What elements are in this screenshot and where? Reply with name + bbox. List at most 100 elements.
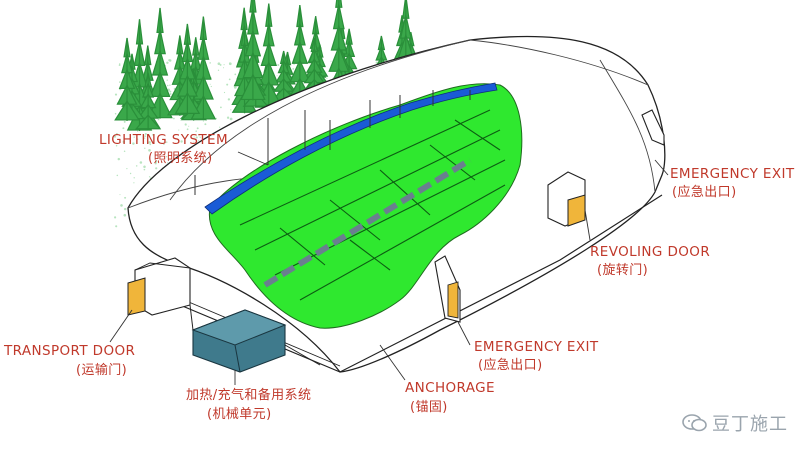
grass-dot (122, 127, 125, 130)
grass-dot (219, 126, 221, 128)
grass-dot (123, 150, 126, 153)
grass-dot (165, 156, 168, 158)
grass-dot (195, 136, 198, 139)
grass-dot (330, 60, 332, 62)
pine-tree (174, 23, 201, 115)
grass-dot (133, 182, 135, 184)
grass-dot (184, 123, 187, 126)
grass-dot (143, 165, 146, 169)
grass-dot (117, 157, 121, 161)
revolving-door-label: REVOLING DOOR (590, 244, 711, 260)
grass-dot (169, 84, 171, 86)
grass-dot (119, 81, 121, 83)
grass-dot (210, 85, 212, 88)
transport-door-label: TRANSPORT DOOR (4, 343, 136, 359)
emergency-exit-bottom (434, 255, 461, 323)
grass-dot (202, 120, 204, 122)
watermark-text: 豆丁施工 (712, 414, 788, 435)
lighting-band (204, 82, 498, 215)
grass-dot (148, 176, 151, 178)
machine-unit-label: 加热/充气和备用系统 (186, 388, 312, 403)
grass-dot (144, 147, 146, 150)
grass-dot (220, 106, 222, 109)
grass-dot (154, 162, 157, 165)
grass-dot (116, 174, 119, 177)
grass-dot (199, 136, 201, 138)
emergency-exit-top (641, 109, 665, 146)
grass-dot (120, 204, 123, 207)
revolving-door-label-zh: (旋转门) (597, 263, 649, 278)
grass-dot (166, 61, 169, 65)
grass-dot (129, 172, 132, 175)
wechat-icon (682, 414, 707, 432)
grass-dot (223, 91, 226, 94)
pine-tree (270, 50, 297, 102)
grass-dot (119, 194, 121, 196)
grass-dot (217, 69, 220, 71)
grass-dot (209, 83, 211, 85)
grass-dot (122, 140, 126, 144)
grass-dot (155, 167, 158, 170)
grass-dot (227, 98, 231, 101)
grass-dot (148, 148, 151, 152)
grass-dot (157, 118, 160, 121)
grass-dot (193, 136, 195, 138)
grass-dot (228, 62, 232, 66)
grass-dot (276, 75, 278, 77)
grass-dot (115, 144, 118, 147)
grass-dot (136, 138, 139, 140)
grass-dot (169, 90, 172, 93)
grass-dot (198, 140, 200, 142)
grass-dot (144, 132, 147, 136)
watermark: 豆丁施工 (682, 410, 788, 436)
grass-dot (167, 88, 170, 92)
lighting-posts (194, 90, 471, 195)
grass-dot (277, 63, 280, 67)
lighting-system-label: LIGHTING SYSTEM (99, 132, 229, 148)
leader-lines (109, 151, 669, 385)
grass-dot (166, 84, 169, 87)
grass-dot (226, 83, 229, 86)
grass-dot (154, 160, 158, 163)
anchorage-label-zh: (锚固) (410, 400, 448, 415)
grass-dot (173, 117, 175, 120)
grass-dot (135, 165, 138, 167)
emergency-exit-bottom-label: EMERGENCY EXIT (474, 339, 599, 355)
grass-dot (166, 79, 168, 81)
grass-dot (222, 67, 225, 69)
emergency-exit-top-label: EMERGENCY EXIT (670, 166, 795, 182)
pitch-markings (239, 109, 506, 301)
grass-dot (123, 120, 126, 123)
center-line (263, 157, 472, 288)
grass-dot (226, 116, 230, 119)
anchorage-label: ANCHORAGE (405, 380, 495, 396)
grass-dot (165, 141, 168, 143)
grass-dot (143, 168, 146, 171)
grass-dot (229, 117, 233, 121)
grass-dot (114, 112, 117, 115)
grass-dot (204, 123, 207, 126)
grass-dot (137, 130, 139, 132)
grass-dot (115, 225, 118, 228)
pine-tree (134, 72, 162, 130)
pine-tree (114, 37, 140, 121)
revolving-door (547, 171, 586, 227)
grass-dot (118, 64, 121, 66)
grass-dot (168, 59, 172, 62)
machine-unit-label-sub: (机械单元) (207, 407, 272, 422)
grass-dot (233, 86, 237, 89)
grass-dot (123, 207, 127, 211)
grass-dot (215, 117, 218, 120)
grass-dot (133, 136, 135, 138)
grass-dot (193, 141, 195, 143)
grass-dot (133, 177, 135, 179)
grass-dot (115, 133, 118, 135)
grass-dot (326, 77, 328, 79)
grass-dot (292, 67, 295, 70)
grass-dot (186, 128, 189, 131)
grass-dot (152, 133, 155, 136)
grass-dot (217, 62, 221, 66)
grass-dot (123, 213, 127, 217)
